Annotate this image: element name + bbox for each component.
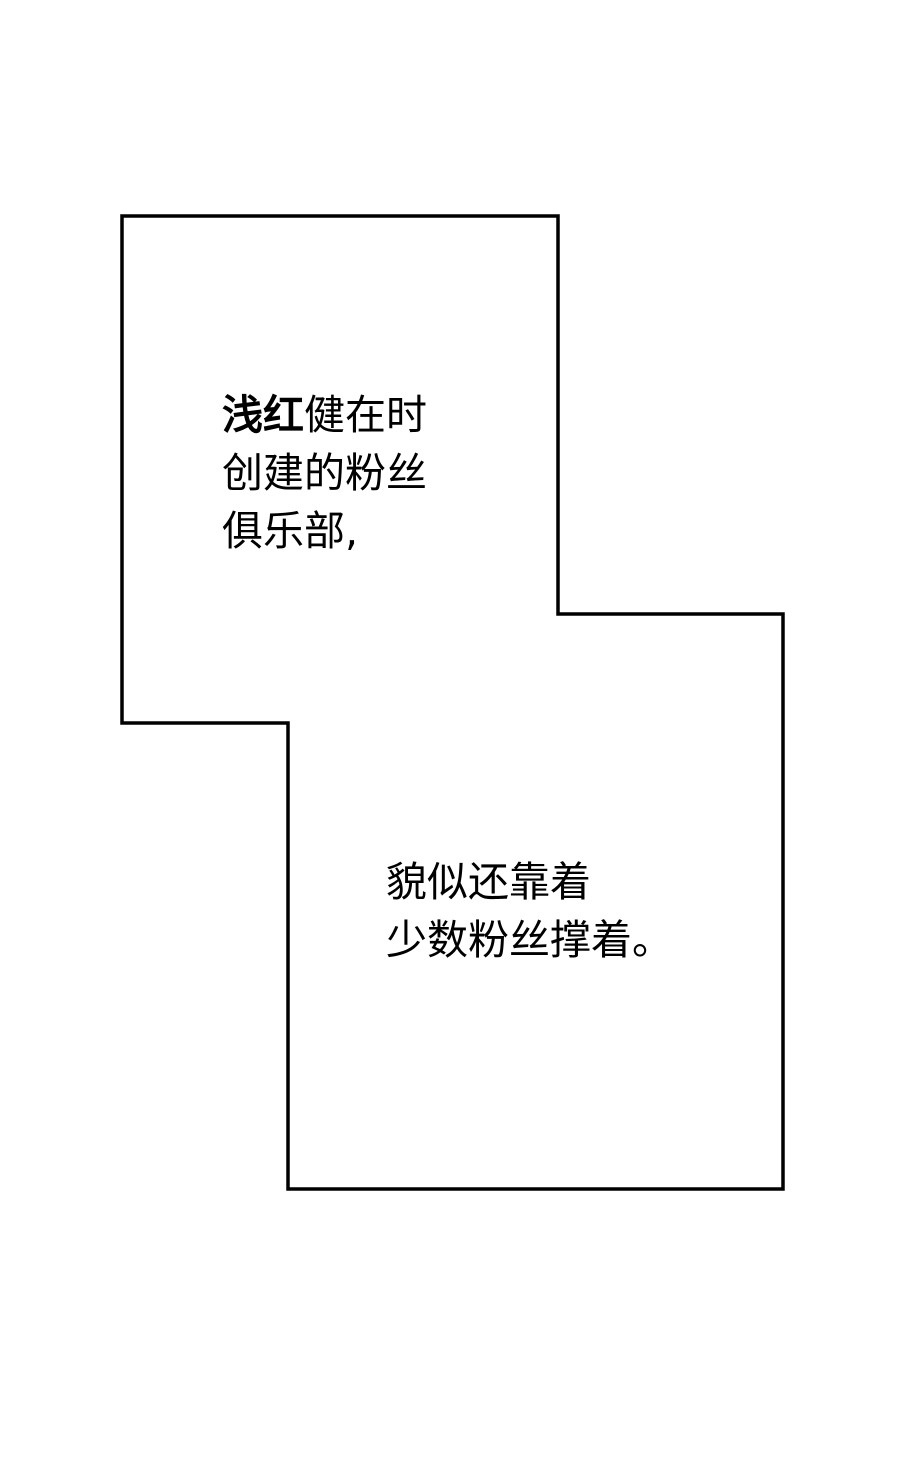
caption-top-emphasis: 浅红 [222, 391, 304, 439]
caption-top-line-2: 创建的粉丝 [222, 449, 427, 497]
caption-top-line-1-rest: 健在时 [304, 391, 427, 439]
caption-top-line-1: 浅红健在时 [222, 386, 427, 444]
caption-top-line-3: 俱乐部, [222, 507, 359, 555]
speech-box-shape [120, 214, 785, 1191]
caption-bottom-line-1: 貌似还靠着 [386, 858, 591, 906]
caption-top: 浅红健在时 创建的粉丝 俱乐部, [222, 386, 427, 560]
caption-bottom: 貌似还靠着 少数粉丝撑着。 [386, 853, 673, 969]
caption-bottom-line-2: 少数粉丝撑着。 [386, 916, 673, 964]
